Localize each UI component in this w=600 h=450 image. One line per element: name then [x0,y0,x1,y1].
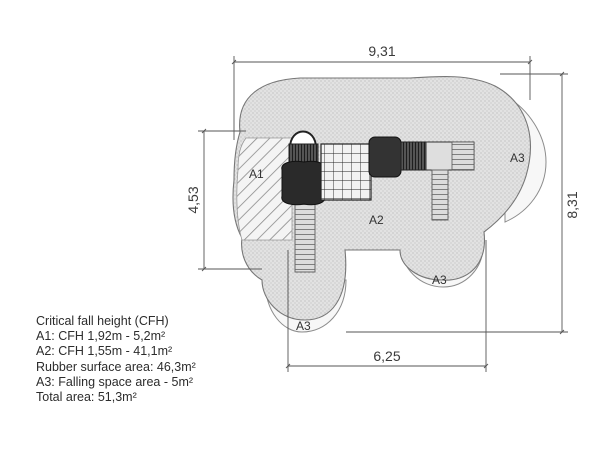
dimension-lines [198,56,568,372]
right-slide [431,169,449,221]
dimension-top-width: 9,31 [368,43,395,59]
zone-a1-hatched [236,137,293,241]
legend-line-rubber-surface: Rubber surface area: 46,3m² [36,359,196,374]
dimension-bottom-width: 6,25 [373,348,400,364]
zone-label-a2: A2 [369,213,384,227]
playground-equipment [281,130,475,273]
legend-line-a2: A2: CFH 1,55m - 41,1m² [36,344,173,359]
right-tower [368,136,402,178]
net-platform [320,143,372,201]
dimension-right-height: 8,31 [564,191,580,218]
legend-line-total: Total area: 51,3m² [36,390,137,405]
zone-label-a3-bottom-right: A3 [432,273,447,287]
bridge [400,141,427,171]
zone-label-a3-right: A3 [510,151,525,165]
dimension-left-height: 4,53 [185,186,201,213]
legend-title: Critical fall height (CFH) [36,314,169,328]
legend-line-a3: A3: Falling space area - 5m² [36,374,194,389]
right-deck-rail [451,141,475,171]
legend: Critical fall height (CFH) A1: CFH 1,92m… [36,314,196,405]
zone-label-a1: A1 [249,167,264,181]
left-tower-tube [281,160,326,206]
zone-label-a3-bottom-left: A3 [296,319,311,333]
left-slide [294,199,316,273]
legend-line-a1: A1: CFH 1,92m - 5,2m² [36,329,166,344]
